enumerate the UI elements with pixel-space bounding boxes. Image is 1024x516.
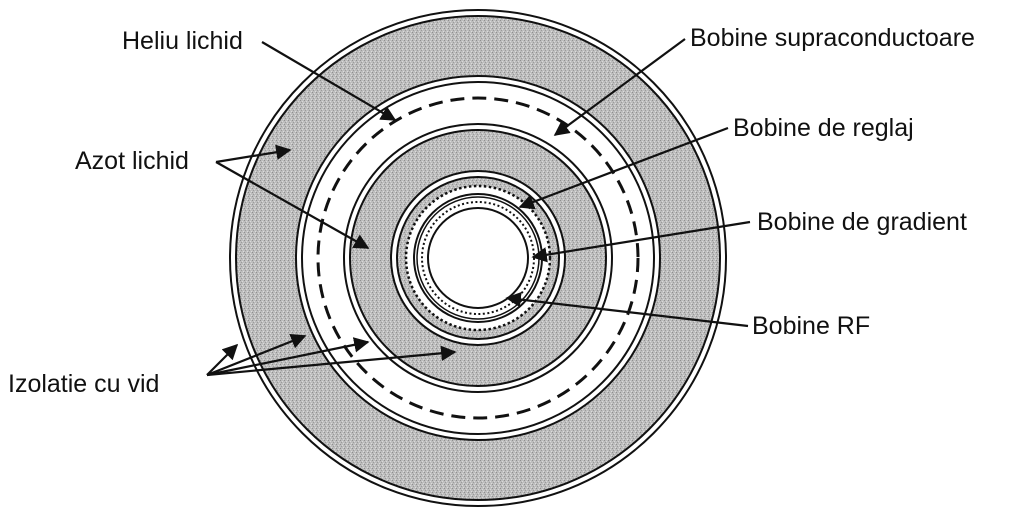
leader-izolatie-1 <box>206 343 239 376</box>
label-bobine-de-reglaj: Bobine de reglaj <box>733 114 914 142</box>
labels: Heliu lichid Azot lichid Izolatie cu vid… <box>8 24 975 398</box>
leader-azot-lichid-inner <box>215 161 370 249</box>
label-izolatie-cu-vid: Izolatie cu vid <box>8 370 159 398</box>
leader-bobine-rf <box>505 291 749 328</box>
leader-bobine-de-gradient <box>531 220 751 263</box>
label-bobine-supraconductoare: Bobine supraconductoare <box>690 24 975 52</box>
leader-bobine-de-reglaj <box>518 126 729 210</box>
leader-azot-lichid-outer <box>215 144 292 164</box>
leader-lines <box>206 38 751 377</box>
superconducting-coil <box>316 96 640 420</box>
leader-izolatie-4 <box>206 345 457 377</box>
leader-bobine-supraconductoare <box>553 38 686 136</box>
leader-izolatie-2 <box>206 333 307 377</box>
label-heliu-lichid: Heliu lichid <box>122 27 243 55</box>
leader-heliu-lichid <box>261 41 397 121</box>
label-azot-lichid: Azot lichid <box>75 147 189 175</box>
concentric-rings <box>229 9 727 507</box>
label-bobine-de-gradient: Bobine de gradient <box>757 208 967 236</box>
leader-izolatie-3 <box>206 337 370 377</box>
label-bobine-rf: Bobine RF <box>752 312 870 340</box>
patient-bore <box>427 207 529 309</box>
